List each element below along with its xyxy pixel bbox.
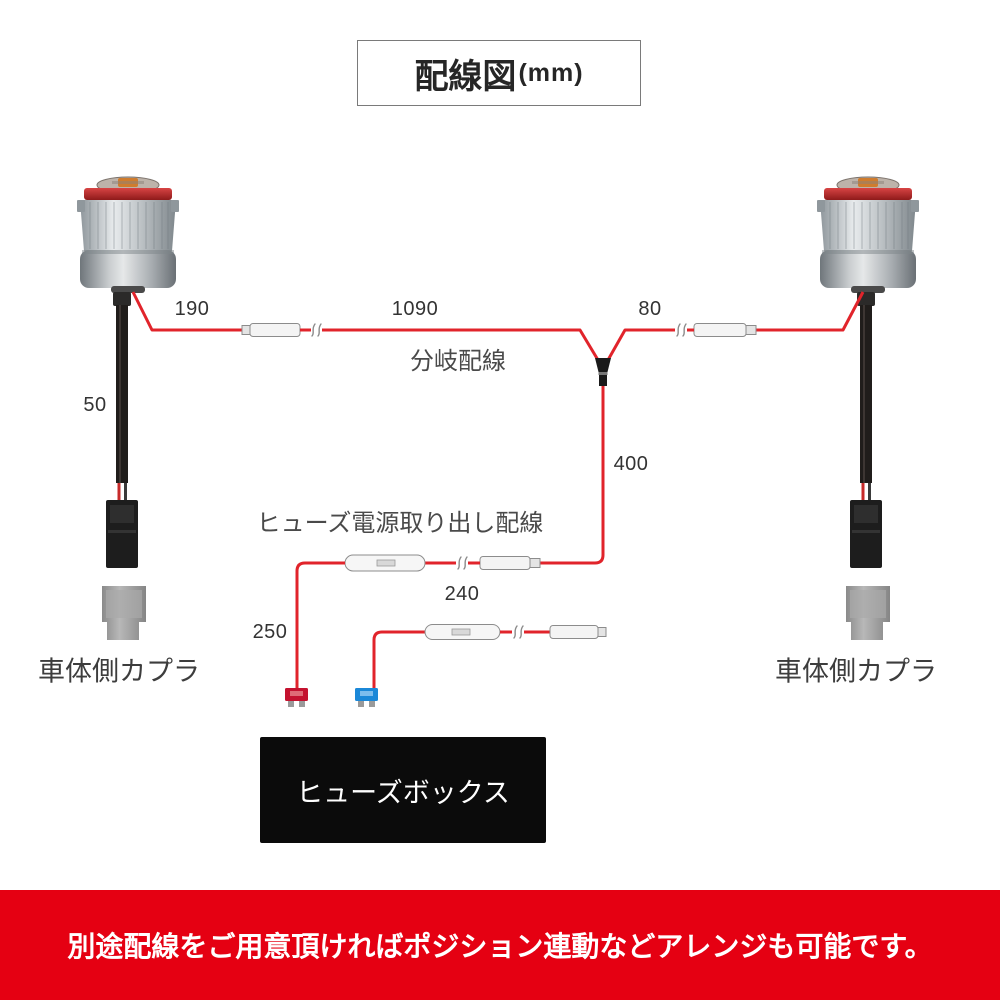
right-branch-connector (693, 323, 757, 337)
fuse-tap-connector (549, 625, 607, 639)
fuse-box: ヒューズボックス (260, 737, 546, 843)
connector-tip (529, 558, 541, 568)
length-break-mark (457, 556, 468, 570)
title-main: 配線図 (414, 56, 517, 97)
connector-body (249, 323, 301, 337)
fuse-icon-red (285, 688, 308, 707)
y-junction-band (598, 372, 608, 375)
right-vehicle-coupler-label: 車体側カプラ (775, 656, 937, 688)
y-junction (595, 358, 611, 386)
left-branch-wire-a (131, 291, 242, 332)
branch-wiring-label: 分岐配線 (410, 347, 506, 375)
bulb-cable-length-label: 50 (83, 394, 107, 416)
fuse-drop-length-label: 250 (252, 621, 288, 643)
trunk-connector (479, 556, 541, 570)
fuse-red-leg-left (288, 701, 294, 707)
right-branch-wire-a (756, 291, 865, 332)
left-led-bulb (76, 176, 180, 294)
footer-banner: 別途配線をご用意頂ければポジション連動などアレンジも可能です。 (0, 890, 1000, 1000)
page-title: 配線図(mm) (357, 40, 641, 106)
left-bulb-harness (100, 290, 148, 642)
fuse-holder-mark (376, 559, 396, 567)
fuse-drop-wire (295, 561, 345, 688)
left-bulb-length-label: 190 (174, 298, 210, 320)
length-break-mark (311, 323, 322, 337)
left-branch-connector (241, 323, 301, 337)
footer-note: 別途配線をご用意頂ければポジション連動などアレンジも可能です。 (67, 930, 933, 963)
fuse-blue-leg-left (358, 701, 364, 707)
connector-tip (241, 325, 251, 335)
fuse-power-wiring-label: ヒューズ電源取り出し配線 (256, 509, 544, 537)
fuse-holder-mark (451, 628, 471, 636)
connector-tip (597, 627, 607, 637)
fuse-blue-window (360, 691, 373, 696)
fuse-holder-icon (344, 554, 426, 572)
connector-body (549, 625, 599, 639)
fuse-box-label: ヒューズボックス (296, 777, 510, 809)
length-break-mark (513, 625, 524, 639)
connector-body (479, 556, 531, 570)
right-bulb-length-label: 80 (638, 298, 662, 320)
trunk-wire (540, 386, 605, 565)
fuse-red-leg-right (299, 701, 305, 707)
length-break-mark (676, 323, 687, 337)
fuse-tap-wire-a (372, 630, 425, 688)
fuse-wire-length-label: 240 (444, 583, 480, 605)
connector-tip (745, 325, 757, 335)
fuse-red-window (290, 691, 303, 696)
fuse-icon-blue (355, 688, 378, 707)
title-unit: (mm) (518, 58, 584, 87)
center-branch-wire (322, 328, 600, 361)
right-bulb-harness (844, 290, 892, 642)
fuse-blue-leg-right (369, 701, 375, 707)
trunk-length-label: 400 (613, 453, 649, 475)
left-vehicle-coupler-label: 車体側カプラ (38, 656, 200, 688)
right-led-bulb (816, 176, 920, 294)
right-branch-wire-c (606, 328, 675, 361)
connector-body (693, 323, 747, 337)
fuse-holder-icon (424, 624, 501, 640)
center-length-label: 1090 (391, 298, 439, 320)
